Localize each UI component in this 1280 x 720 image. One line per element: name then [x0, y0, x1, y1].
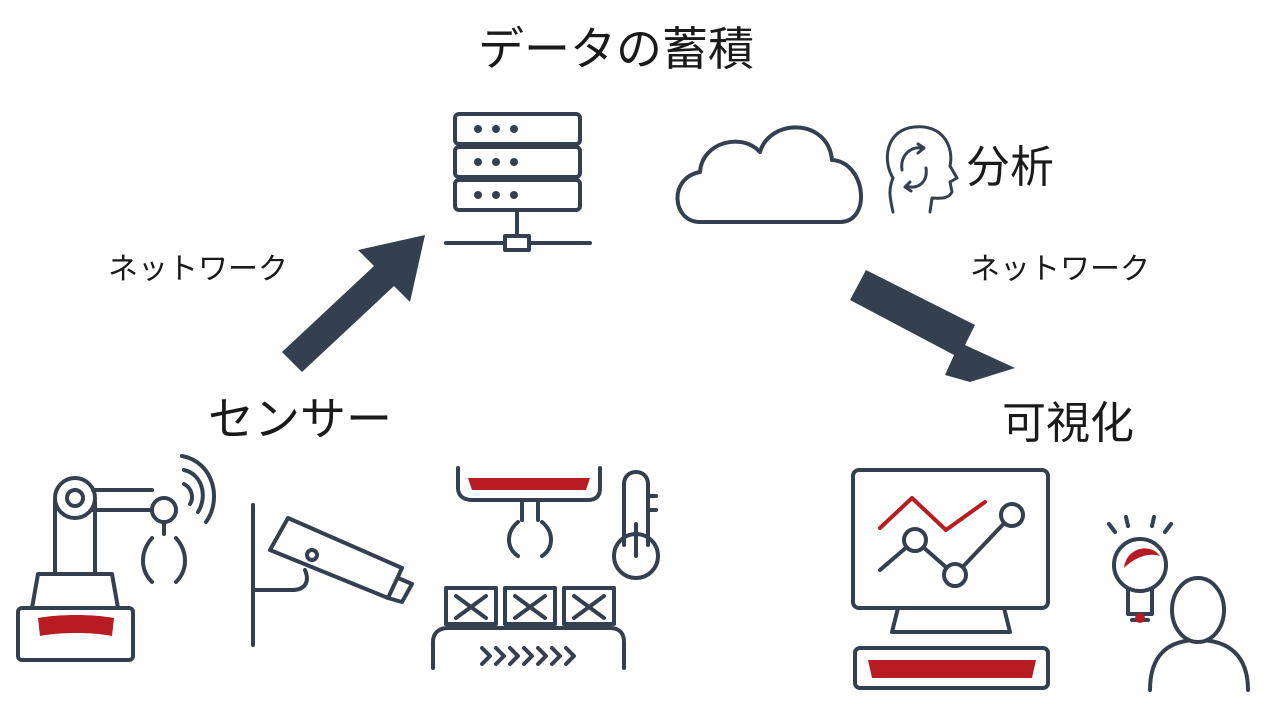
person-idea-icon [1107, 515, 1250, 692]
bulb-tip-accent [1135, 613, 1145, 623]
bulb-accent [1124, 548, 1160, 568]
conveyor-top-accent [468, 478, 590, 490]
robot-arm-icon [16, 454, 216, 662]
arrow-cloud-to-visualization [850, 270, 1015, 382]
data-storage-title: データの蓄積 [478, 22, 754, 76]
security-camera-icon [251, 503, 414, 647]
cloud-icon [675, 125, 863, 224]
network-label-left: ネットワーク [108, 252, 288, 287]
accent-marks [38, 478, 1160, 678]
thermometer-icon [612, 470, 660, 580]
server-icon [444, 112, 592, 252]
chart-trend-accent [878, 496, 987, 532]
robot-base-accent [38, 615, 114, 636]
arrow-sensor-to-server [282, 235, 425, 372]
keyboard-accent [868, 660, 1036, 678]
sensor-label: センサー [208, 392, 392, 446]
network-label-right: ネットワーク [970, 252, 1150, 287]
head-profile-icon [885, 125, 959, 214]
visualization-label: 可視化 [1002, 398, 1134, 449]
conveyor-icon [431, 466, 626, 670]
monitor-chart-icon [851, 468, 1050, 690]
analysis-label: 分析 [966, 142, 1054, 193]
